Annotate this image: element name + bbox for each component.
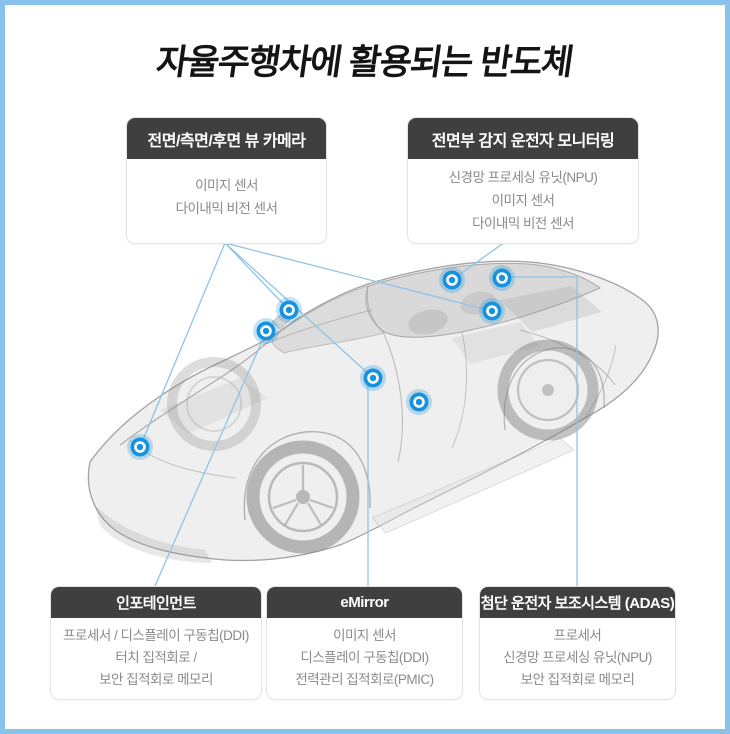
marker-side-mirror [276,297,302,323]
card-body: 이미지 센서 다이내믹 비전 센서 [127,159,326,220]
card-header: 전면부 감지 운전자 모니터링 [408,118,638,159]
card-item: 다이내믹 비전 센서 [175,201,278,216]
card-item: 이미지 센서 [491,193,555,208]
page-title-text: 자율주행차에 활용되는 반도체 [154,43,576,82]
card-adas: 첨단 운전자 보조시스템 (ADAS) 프로세서 신경망 프로세싱 유닛(NPU… [479,586,676,700]
card-body: 신경망 프로세싱 유닛(NPU) 이미지 센서 다이내믹 비전 센서 [408,159,638,235]
front-left-wheel [246,440,360,554]
line-camera-to-bumper [139,242,226,448]
card-item: 보안 집적회로 메모리 [99,672,213,687]
card-item: 전력관리 집적회로(PMIC) [295,672,434,687]
card-item: 신경망 프로세싱 유닛(NPU) [448,170,598,185]
line-infotainment-to-cowl [154,331,267,587]
card-item: 보안 집적회로 메모리 [520,672,635,687]
card-item: 터치 집적회로 / [115,650,197,665]
card-header: 인포테인먼트 [51,587,261,618]
card-header: 전면/측면/후면 뷰 카메라 [127,118,326,159]
card-front-side-rear-camera: 전면/측면/후면 뷰 카메라 이미지 센서 다이내믹 비전 센서 [126,117,327,244]
rear-left-wheel [497,339,599,441]
card-item: 프로세서 / 디스플레이 구동칩(DDI) [63,628,249,643]
marker-dashboard-cowl [253,318,279,344]
card-item: 신경망 프로세싱 유닛(NPU) [503,650,652,665]
card-body: 프로세서 / 디스플레이 구동칩(DDI) 터치 집적회로 / 보안 집적회로 … [51,618,261,691]
page-title: 자율주행차에 활용되는 반도체 [0,34,730,85]
line-monitoring-to-roof [455,241,506,278]
marker-roof-rear [489,265,515,291]
marker-rear-deck [479,298,505,324]
card-emirror: eMirror 이미지 센서 디스플레이 구동칩(DDI) 전력관리 집적회로(… [266,586,463,700]
card-body: 프로세서 신경망 프로세싱 유닛(NPU) 보안 집적회로 메모리 [480,618,675,691]
line-camera-to-reardeck [224,242,493,312]
marker-center-console [360,365,386,391]
card-body: 이미지 센서 디스플레이 구동칩(DDI) 전력관리 집적회로(PMIC) [267,618,462,691]
marker-door-panel [406,389,432,415]
marker-roof-front [439,267,465,293]
card-item: 이미지 센서 [333,628,396,643]
card-header: eMirror [267,587,462,618]
front-right-wheel [167,357,261,451]
card-item: 다이내믹 비전 센서 [472,216,574,231]
card-infotainment: 인포테인먼트 프로세서 / 디스플레이 구동칩(DDI) 터치 집적회로 / 보… [50,586,262,700]
card-item: 이미지 센서 [195,178,258,193]
line-camera-to-mirror [224,242,290,311]
card-item: 프로세서 [553,628,602,643]
line-camera-to-console [224,242,374,379]
card-item: 디스플레이 구동칩(DDI) [300,650,429,665]
card-header: 첨단 운전자 보조시스템 (ADAS) [480,587,675,618]
line-adas-to-roofrear [512,276,578,586]
card-driver-monitoring: 전면부 감지 운전자 모니터링 신경망 프로세싱 유닛(NPU) 이미지 센서 … [407,117,639,244]
marker-front-bumper [127,434,153,460]
